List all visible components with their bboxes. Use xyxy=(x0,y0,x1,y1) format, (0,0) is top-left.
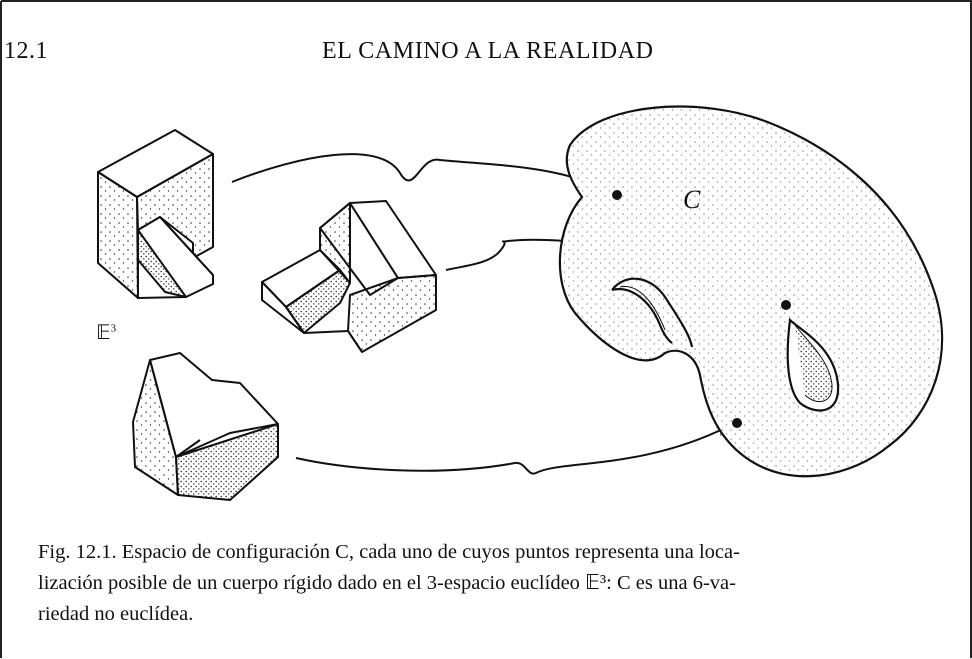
point-1 xyxy=(612,190,622,200)
caption-line-3: riedad no euclídea. xyxy=(38,603,194,625)
configuration-manifold xyxy=(558,105,944,478)
running-title: EL CAMINO A LA REALIDAD xyxy=(322,38,654,64)
point-2 xyxy=(781,300,791,310)
figure-caption: Fig. 12.1. Espacio de configuración C, c… xyxy=(38,537,968,630)
rigid-body-position-1 xyxy=(97,129,214,299)
caption-line-2: lización posible de un cuerpo rígido dad… xyxy=(38,572,736,594)
euclidean-space-label: 𝔼3 xyxy=(96,322,117,344)
rigid-body-position-2 xyxy=(261,200,437,353)
configuration-space-figure xyxy=(97,105,944,501)
configuration-points xyxy=(612,190,791,428)
manifold-label: C xyxy=(683,185,701,214)
section-number: 12.1 xyxy=(4,38,48,64)
caption-line-1: Fig. 12.1. Espacio de configuración C, c… xyxy=(38,541,740,563)
point-3 xyxy=(732,418,742,428)
rigid-body-position-3 xyxy=(132,352,279,501)
